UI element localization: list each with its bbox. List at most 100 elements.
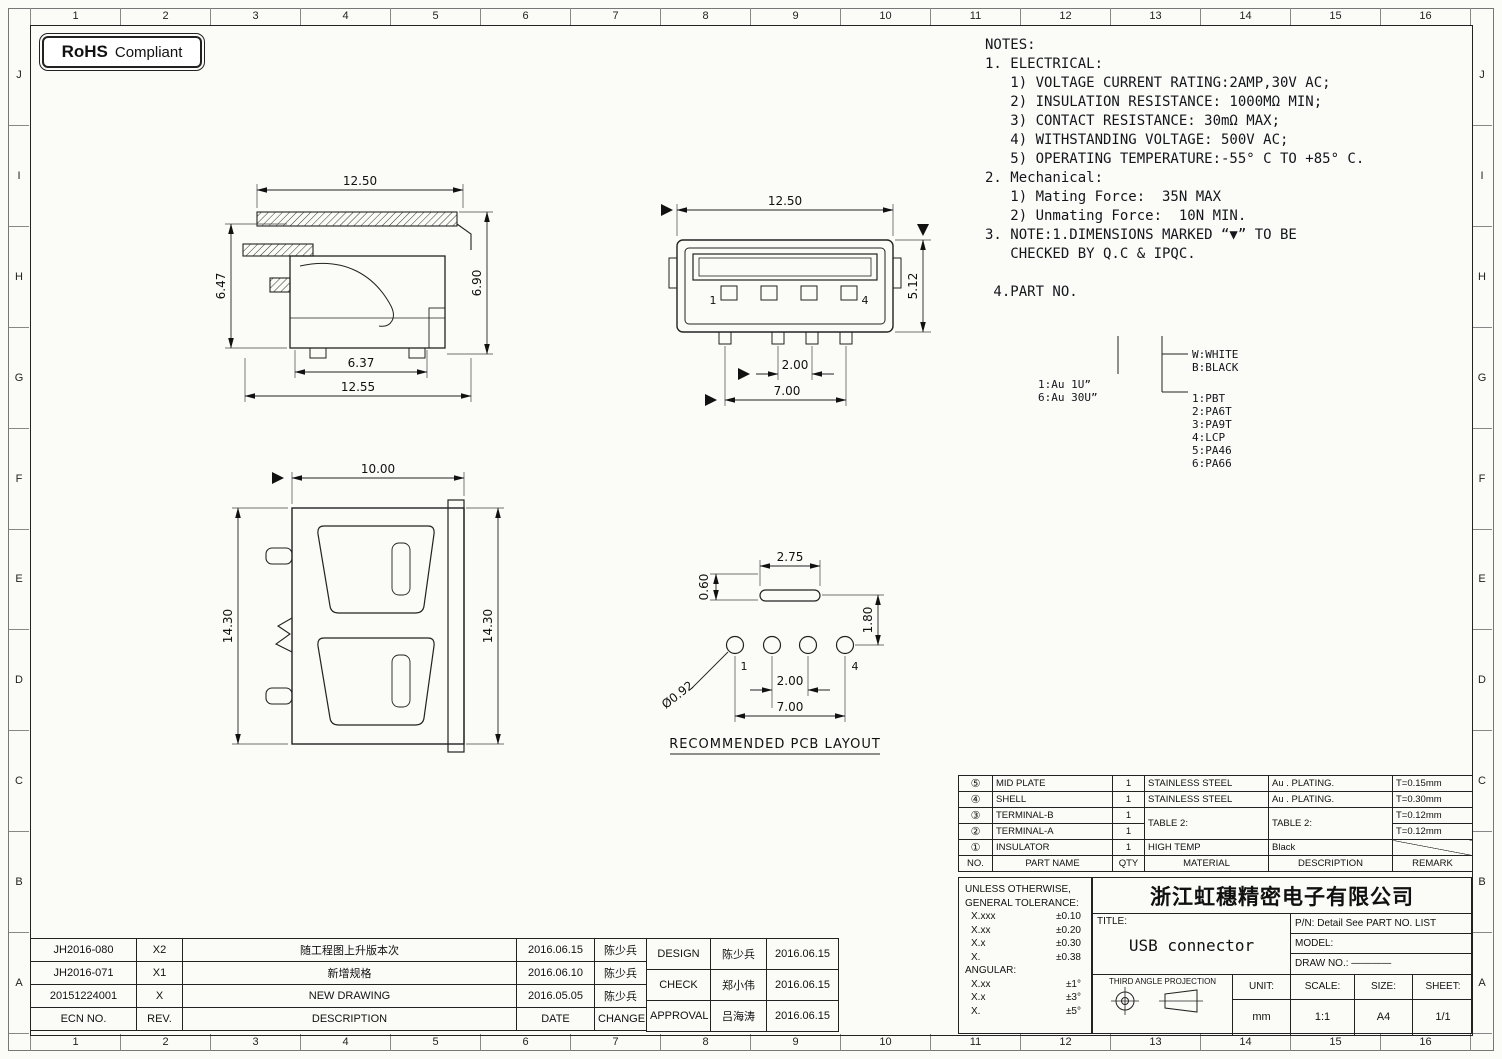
draw-no-value: ————: [1351, 958, 1392, 969]
size-value: A4: [1376, 1011, 1391, 1023]
size-cell: SIZE: A4: [1355, 974, 1413, 1035]
pin-label-1: 1: [710, 294, 717, 307]
ruler-label: 12: [1021, 1034, 1111, 1051]
notes-block: NOTES: 1. ELECTRICAL: 1) VOLTAGE CURRENT…: [985, 36, 1364, 302]
tol-val: ±3°: [1065, 992, 1081, 1003]
ruler-label: C: [9, 731, 29, 833]
approval-date: 2016.06.15: [766, 1000, 839, 1032]
sheet-cell: SHEET: 1/1: [1413, 974, 1473, 1035]
ruler-label: C: [1472, 731, 1492, 833]
ruler-label: 4: [301, 1034, 391, 1051]
ruler-label: 15: [1291, 1034, 1381, 1051]
rev-desc: 新增规格: [182, 961, 517, 985]
part-no-color-options: W:WHITE B:BLACK: [1192, 348, 1239, 374]
tolerance-angular-title: ANGULAR:: [965, 965, 1017, 976]
ruler-label: A: [1472, 933, 1492, 1035]
check-triangle: [661, 204, 673, 216]
dim-side-bottom: 12.55: [341, 380, 375, 394]
scale-value: 1:1: [1314, 1011, 1331, 1023]
bom-material: TABLE 2:: [1144, 807, 1269, 840]
ruler-label: 10: [841, 1034, 931, 1051]
note-line: 2) Unmating Force: 10N MIN.: [985, 208, 1247, 224]
approval-name: 郑小伟: [710, 969, 767, 1001]
tolerance-line: UNLESS OTHERWISE,: [965, 884, 1071, 895]
note-line: CHECKED BY Q.C & IPQC.: [985, 246, 1196, 262]
tolerance-row: X.xx±1°: [965, 978, 1085, 992]
pcb-caption: RECOMMENDED PCB LAYOUT: [669, 737, 881, 752]
ruler-label: H: [1472, 227, 1492, 328]
rev-date: 2016.06.10: [516, 961, 595, 985]
rev-header-rev: REV.: [136, 1007, 183, 1031]
ruler-label: 5: [391, 1034, 481, 1051]
part-no-legend-lines: [1117, 336, 1188, 393]
rohs-badge: RoHS Compliant: [42, 36, 202, 68]
bom-header-material: MATERIAL: [1144, 855, 1269, 872]
dim-side-inner: 6.37: [348, 356, 375, 370]
ruler-label: 3: [211, 8, 301, 25]
check-triangle: [705, 394, 717, 406]
revision-header-row: ECN NO. REV. DESCRIPTION DATE CHANGE: [30, 1007, 647, 1031]
approval-row: DESIGN 陈少兵 2016.06.15: [646, 938, 839, 970]
bom-description: TABLE 2:: [1268, 807, 1393, 840]
ruler-label: D: [1472, 630, 1492, 732]
rev-header-ecn: ECN NO.: [30, 1007, 137, 1031]
ruler-label: J: [1472, 25, 1492, 126]
ruler-label: 15: [1291, 8, 1381, 25]
revision-row: JH2016-071 X1 新增规格 2016.06.10 陈少兵: [30, 961, 647, 985]
bom-row: ③ TERMINAL-B 1 TABLE 2: TABLE 2: T=0.12m…: [958, 807, 1473, 840]
dim-pcb-v1: 0.60: [697, 574, 711, 601]
tolerance-row: X.x±3°: [965, 991, 1085, 1005]
ruler-label: 1: [30, 8, 121, 25]
bom-material: STAINLESS STEEL: [1144, 791, 1269, 808]
approval-role: DESIGN: [646, 938, 711, 970]
note-line: 2) INSULATION RESISTANCE: 1000MΩ MIN;: [985, 94, 1323, 110]
note-line: 5) OPERATING TEMPERATURE:-55° C TO +85° …: [985, 151, 1365, 167]
ruler-label: 8: [661, 8, 751, 25]
main-frame: [30, 25, 1473, 1036]
note-line: [985, 264, 1364, 283]
note-line: 2. Mechanical:: [985, 170, 1104, 186]
rev-date: 2016.06.15: [516, 938, 595, 962]
rev-ecn: 20151224001: [30, 984, 137, 1008]
bom-row: ⑤ MID PLATE 1 STAINLESS STEEL Au . PLATI…: [958, 775, 1473, 792]
rev-by: 陈少兵: [594, 961, 647, 985]
tol-key: X.xxx: [971, 911, 996, 922]
dim-side-top: 12.50: [343, 174, 377, 188]
ruler-label: 10: [841, 8, 931, 25]
bom-part-name: TERMINAL-A: [992, 823, 1113, 840]
projection-label: THIRD ANGLE PROJECTION: [1108, 977, 1217, 986]
rev-header-desc: DESCRIPTION: [182, 1007, 517, 1031]
bom-item-no: ④: [958, 791, 993, 808]
bom-remark-diagonal: [1392, 839, 1473, 856]
approval-name: 陈少兵: [710, 938, 767, 970]
tol-val: ±5°: [1065, 1005, 1081, 1017]
ruler-label: 9: [751, 1034, 841, 1051]
bom-description: Au . PLATING.: [1268, 775, 1393, 792]
rev-header-date: DATE: [516, 1007, 595, 1031]
dim-rear-top: 10.00: [361, 462, 395, 476]
tol-key: X.xx: [971, 978, 991, 990]
rohs-text: Compliant: [114, 43, 183, 61]
bom-remark: T=0.30mm: [1392, 791, 1473, 808]
ruler-label: 6: [481, 1034, 571, 1051]
approval-name: 吕海涛: [710, 1000, 767, 1032]
tol-val: ±0.20: [1056, 924, 1081, 936]
tol-key: X.x: [971, 938, 986, 949]
note-line: 1. ELECTRICAL:: [985, 56, 1104, 72]
pcb-layout-drawing: 2.75 0.60 Ø0.92 1 4 2.00 7.00 1.80 RECOM…: [659, 550, 884, 755]
note-line: 1) Mating Force: 35N MAX: [985, 189, 1222, 205]
bom-header-description: DESCRIPTION: [1268, 855, 1393, 872]
bom-header-no: NO.: [958, 855, 993, 872]
ruler-label: B: [1472, 832, 1492, 934]
dim-pcb-pitch: 2.00: [777, 674, 804, 688]
unit-cell: UNIT: mm: [1233, 974, 1291, 1035]
bom-qty: 1: [1112, 791, 1145, 808]
approval-date: 2016.06.15: [766, 969, 839, 1001]
bom-header-row: NO. PART NAME QTY MATERIAL DESCRIPTION R…: [958, 855, 1473, 872]
revision-row: JH2016-080 X2 随工程图上升版本次 2016.06.15 陈少兵: [30, 938, 647, 962]
tolerance-row: X.xxx ±0.10: [965, 910, 1085, 924]
tol-val: ±0.10: [1056, 911, 1081, 922]
bom-remark: T=0.12mm: [1392, 807, 1473, 824]
ruler-label: D: [9, 630, 29, 732]
